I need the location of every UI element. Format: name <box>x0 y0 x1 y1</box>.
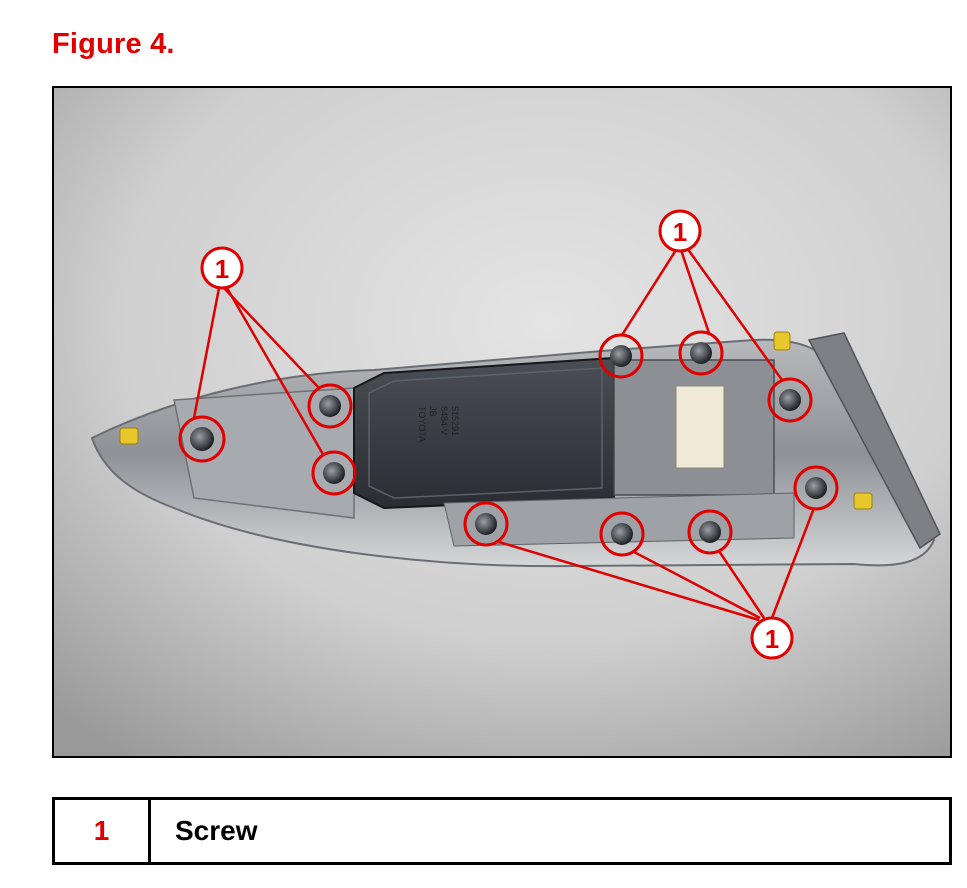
part-marking-line1: TOYOTA <box>417 406 427 442</box>
callout-label: 1 <box>673 217 687 247</box>
callout-circle <box>200 246 244 290</box>
callout-circle <box>750 616 794 660</box>
legend-table: 1 Screw <box>52 797 952 865</box>
left-bracket <box>173 387 355 519</box>
part-marking-line3: 8484-V <box>439 406 449 435</box>
callout-circle <box>658 209 702 253</box>
leader-lines <box>192 247 816 622</box>
screw-ring <box>307 383 353 429</box>
screw <box>319 395 341 417</box>
screw-ring <box>793 465 839 511</box>
screw-ring <box>687 509 733 555</box>
housing-rim <box>368 367 603 499</box>
chrome-strip <box>807 332 941 550</box>
screw-ring <box>767 377 813 423</box>
part-marking-line2: JB <box>428 406 438 417</box>
leader-line <box>770 507 816 619</box>
screw <box>323 462 345 484</box>
screw-ring <box>599 511 645 557</box>
connector-block <box>675 385 725 469</box>
switch-housing <box>353 356 615 510</box>
leader-line <box>225 287 326 457</box>
screw-rings <box>178 330 839 557</box>
callout-bottom: 1 <box>750 616 794 660</box>
screw-ring <box>311 450 357 496</box>
screw-ring <box>678 330 724 376</box>
screw-ring <box>598 333 644 379</box>
figure-title: Figure 4. <box>52 28 175 60</box>
leader-line <box>633 550 761 620</box>
leader-line <box>223 287 320 389</box>
screw <box>190 427 214 451</box>
leader-line <box>192 287 221 419</box>
part-marking: TOYOTA JB 8484-V 515291 <box>417 406 460 442</box>
part-marking-line4: 515291 <box>450 406 460 436</box>
callout-label: 1 <box>215 254 229 284</box>
component-photo: TOYOTA JB 8484-V 515291 <box>52 86 952 758</box>
leader-line <box>717 550 766 619</box>
screws <box>190 342 827 545</box>
callout-label: 1 <box>765 624 779 654</box>
clip-top-right <box>773 331 791 351</box>
photo-illustration: TOYOTA JB 8484-V 515291 <box>54 88 950 756</box>
callout-top-right: 1 <box>658 209 702 253</box>
leader-line <box>620 249 678 336</box>
leader-line <box>498 540 760 622</box>
screw <box>690 342 712 364</box>
screw <box>610 345 632 367</box>
clip-bottom-right <box>853 492 873 510</box>
callout-left: 1 <box>200 246 244 290</box>
screw <box>699 521 721 543</box>
screw <box>779 389 801 411</box>
legend-description: Screw <box>175 815 258 846</box>
clip-left <box>119 427 139 445</box>
leader-line <box>685 247 784 381</box>
screw <box>805 477 827 499</box>
legend-number: 1 <box>55 800 151 862</box>
screw-ring <box>178 415 226 463</box>
screw-ring <box>463 501 509 547</box>
screw <box>611 523 633 545</box>
screw <box>475 513 497 535</box>
leader-line <box>679 249 711 334</box>
